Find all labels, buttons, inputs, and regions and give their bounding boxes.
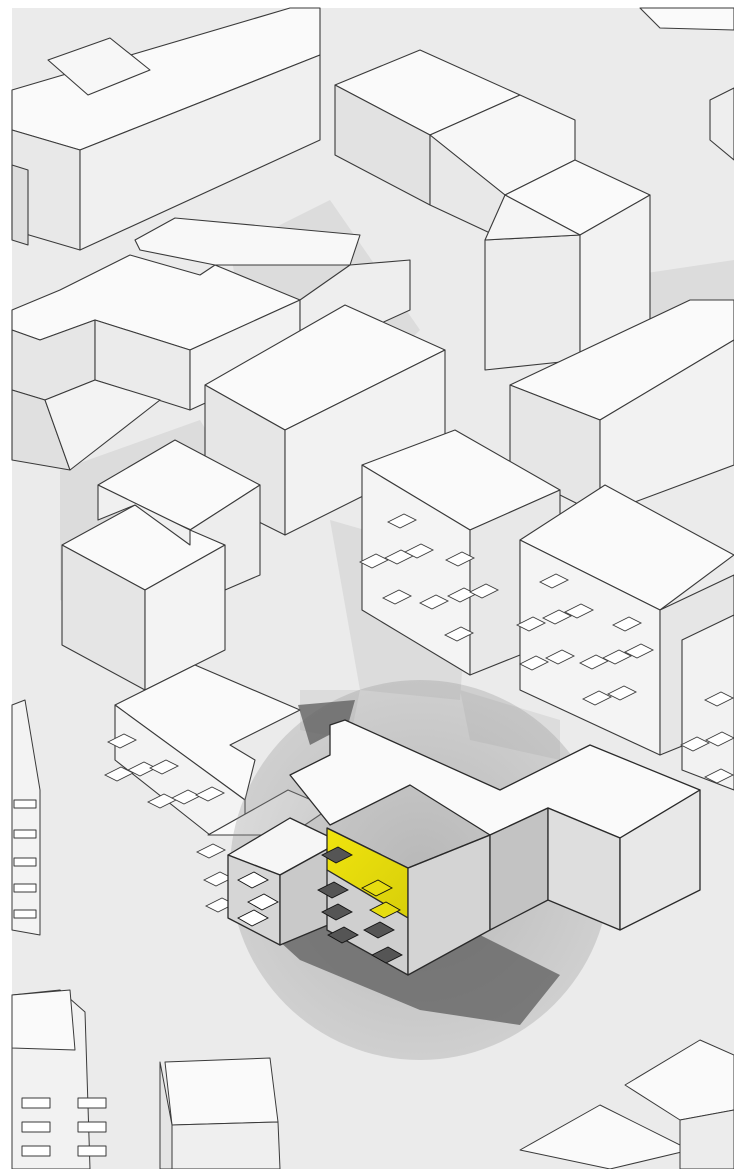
building-bottom-center [160,1058,280,1169]
page-margin-top [0,0,734,8]
page-margin-left [0,0,12,1169]
